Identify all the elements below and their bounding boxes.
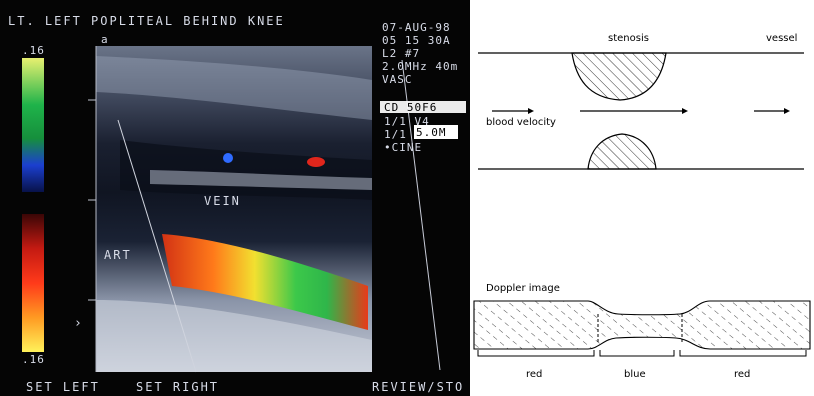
scale-bottom-value: .16 (22, 354, 45, 365)
vein-label: VEIN (204, 196, 241, 207)
exam-header: LT. LEFT POPLITEAL BEHIND KNEE (8, 16, 285, 27)
blue-flow-spot (223, 153, 233, 163)
doppler-image-label: Doppler image (486, 283, 560, 294)
setting-line-2: 1/1 (384, 129, 407, 140)
red-segment-bracket (478, 350, 594, 356)
blood-velocity-label: blood velocity (486, 117, 556, 128)
setting-value-box: 5.0M (416, 127, 447, 138)
cine-indicator: •CINE (384, 142, 422, 153)
segment-label-blue: blue (624, 369, 646, 380)
image-marker: a (101, 34, 109, 45)
doppler-band (474, 301, 810, 349)
info-frequency: 2.0MHz 40m (382, 61, 458, 72)
velocity-arrowhead (784, 108, 790, 114)
lower-plaque (588, 134, 656, 169)
upper-plaque (572, 53, 666, 100)
diagram-drawing (470, 0, 814, 396)
velocity-scale-negative (22, 214, 44, 352)
red-segment-bracket (680, 350, 806, 356)
artery-label: ART (104, 250, 132, 261)
info-preset: VASC (382, 74, 413, 85)
stenosis-diagram: stenosis vessel blood velocity Doppler i… (470, 0, 814, 396)
info-date: 07-AUG-98 (382, 22, 451, 33)
red-flow-spot (307, 157, 325, 167)
segment-label-red-left: red (526, 369, 542, 380)
ultrasound-panel: LT. LEFT POPLITEAL BEHIND KNEE a 07-AUG-… (0, 0, 470, 396)
footer-set-right: SET RIGHT (136, 382, 219, 393)
footer-set-left: SET LEFT (26, 382, 100, 393)
stenosis-label: stenosis (608, 33, 649, 44)
velocity-arrowhead (682, 108, 688, 114)
blue-segment-bracket (600, 350, 674, 356)
info-probe: L2 #7 (382, 48, 420, 59)
vessel-label: vessel (766, 33, 797, 44)
depth-caret: › (74, 318, 83, 329)
info-time: 05 15 30A (382, 35, 451, 46)
footer-review: REVIEW/STO (372, 382, 464, 393)
scale-top-value: .16 (22, 45, 45, 56)
segment-label-red-right: red (734, 369, 750, 380)
cd-setting: CD 50F6 (384, 102, 437, 113)
velocity-arrowhead (528, 108, 534, 114)
velocity-scale-positive (22, 58, 44, 192)
